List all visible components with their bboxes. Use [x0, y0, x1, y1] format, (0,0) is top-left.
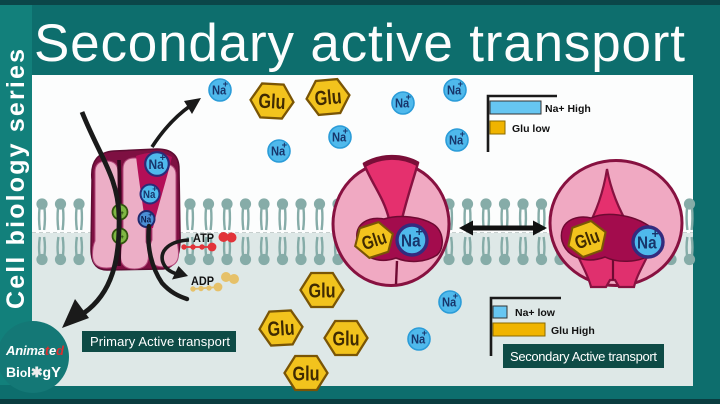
svg-text:ATP: ATP [193, 231, 214, 245]
svg-text:Na: Na [148, 156, 164, 172]
svg-text:+: + [223, 79, 229, 89]
svg-text:+: + [152, 185, 157, 194]
svg-text:+: + [458, 79, 464, 89]
svg-text:+: + [343, 126, 349, 136]
svg-text:Na: Na [141, 213, 152, 224]
svg-text:+: + [460, 129, 466, 139]
svg-text:ADP: ADP [191, 274, 214, 288]
svg-text:+: + [415, 225, 422, 239]
svg-text:Na+ low: Na+ low [515, 307, 556, 319]
svg-text:Na: Na [401, 230, 421, 250]
svg-text:Na: Na [411, 332, 426, 347]
svg-text:Cell biology series: Cell biology series [2, 49, 30, 309]
svg-text:+: + [160, 153, 166, 164]
svg-text:Glu High: Glu High [551, 325, 595, 337]
svg-text:Na: Na [395, 96, 410, 111]
svg-text:Na: Na [447, 83, 462, 98]
svg-text:Na: Na [271, 144, 286, 159]
svg-text:Glu: Glu [293, 362, 320, 385]
svg-text:Biol✱gY: Biol✱gY [6, 364, 61, 381]
svg-text:Glu: Glu [333, 327, 360, 350]
svg-text:Na: Na [212, 83, 227, 98]
svg-text:+: + [422, 328, 428, 338]
svg-text:Primary Active transport: Primary Active transport [90, 334, 230, 349]
svg-text:Na: Na [332, 130, 347, 145]
svg-text:+: + [453, 291, 459, 301]
svg-text:Glu low: Glu low [512, 123, 551, 135]
svg-text:+: + [651, 227, 658, 241]
svg-text:Glu: Glu [258, 90, 286, 114]
svg-text:Glu: Glu [314, 85, 343, 110]
svg-text:Glu: Glu [309, 279, 336, 302]
svg-text:Secondary active transport: Secondary active transport [34, 14, 685, 73]
svg-text:+: + [406, 92, 412, 102]
svg-text:Na: Na [637, 232, 657, 252]
svg-text:+: + [148, 212, 152, 219]
svg-text:Secondary Active transport: Secondary Active transport [510, 349, 657, 364]
svg-text:+: + [282, 140, 288, 150]
svg-text:Na: Na [449, 133, 464, 148]
svg-text:Na: Na [143, 189, 156, 201]
svg-text:Animated: Animated [5, 343, 65, 358]
svg-text:Na+ High: Na+ High [545, 103, 591, 115]
svg-text:Glu: Glu [267, 317, 295, 341]
svg-text:Na: Na [442, 295, 457, 310]
